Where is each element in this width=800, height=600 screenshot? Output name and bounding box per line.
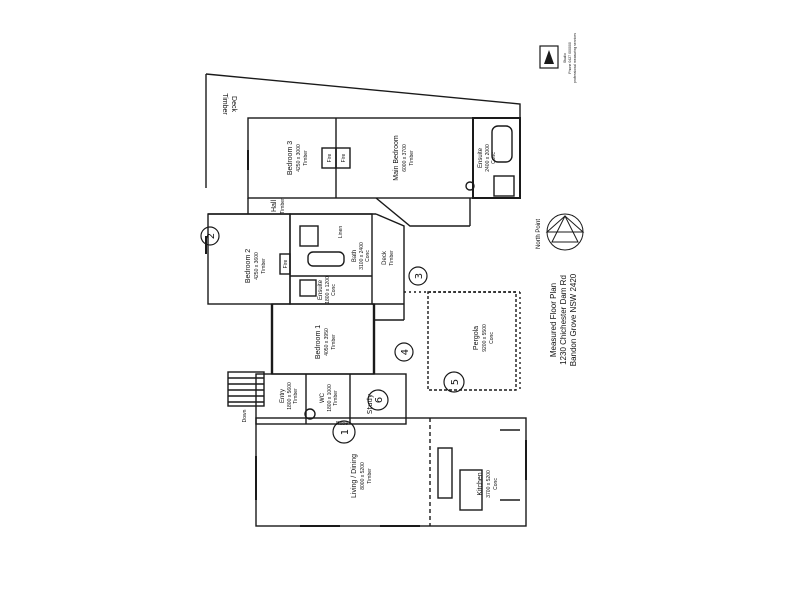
svg-text:Deck: Deck bbox=[382, 250, 388, 265]
firm-line-1: Studio bbox=[563, 53, 567, 63]
svg-text:Timber: Timber bbox=[367, 468, 373, 484]
annotation-circles bbox=[200, 226, 465, 444]
bedroom2-label: Bedroom 2 4250 x 3600 Timber bbox=[245, 249, 267, 283]
svg-text:3100 x 2400: 3100 x 2400 bbox=[359, 242, 365, 270]
annotation-1: 1 bbox=[340, 429, 351, 435]
stair-down-label: Down bbox=[242, 409, 248, 422]
svg-text:Bath: Bath bbox=[352, 250, 358, 262]
bedroom3-label: Bedroom 3 4250 x 3000 Timber bbox=[287, 141, 309, 175]
linen-label: Linen bbox=[338, 226, 344, 238]
svg-text:2400 x 2000: 2400 x 2000 bbox=[485, 144, 491, 172]
annotation-6: 6 bbox=[374, 397, 385, 403]
main-bedroom-label: Main Bedroom 6000 x 3700 Timber bbox=[393, 135, 415, 181]
svg-text:Ensuite: Ensuite bbox=[478, 147, 484, 168]
svg-text:Timber: Timber bbox=[221, 93, 228, 115]
svg-text:Conc: Conc bbox=[331, 284, 337, 296]
svg-text:WC: WC bbox=[320, 392, 326, 403]
svg-text:Hall: Hall bbox=[271, 200, 278, 213]
svg-text:Conc: Conc bbox=[365, 250, 371, 262]
pergola-label: Pergola 9200 x 5500 Conc bbox=[473, 324, 495, 352]
svg-text:Main Bedroom: Main Bedroom bbox=[393, 135, 400, 181]
svg-text:Kitchen: Kitchen bbox=[477, 472, 484, 495]
hall-label: Hall Timber bbox=[271, 198, 286, 214]
svg-text:Ensuite: Ensuite bbox=[318, 279, 324, 300]
svg-text:Timber: Timber bbox=[331, 334, 337, 350]
svg-text:1800 x 1200: 1800 x 1200 bbox=[325, 276, 331, 304]
svg-text:1800 x 5600: 1800 x 5600 bbox=[287, 382, 293, 410]
ensuite-main-label: Ensuite 2400 x 2000 Conc bbox=[478, 144, 497, 172]
living-label: Living / Dining 8000 x 5200 Timber bbox=[351, 454, 373, 498]
deck-mid-label: Deck Timber bbox=[382, 250, 395, 266]
entry-label: Entry 1800 x 5600 Timber bbox=[280, 382, 299, 410]
robe-label: Robe bbox=[336, 421, 348, 427]
svg-text:Bedroom 2: Bedroom 2 bbox=[245, 249, 252, 283]
svg-text:Timber: Timber bbox=[293, 388, 299, 404]
svg-text:Timber: Timber bbox=[261, 258, 267, 274]
annotation-3: 3 bbox=[414, 273, 425, 279]
svg-text:Living / Dining: Living / Dining bbox=[351, 454, 358, 498]
svg-text:Bedroom 1: Bedroom 1 bbox=[315, 325, 322, 359]
svg-text:Pergola: Pergola bbox=[473, 326, 480, 350]
north-point-label: North Point bbox=[536, 219, 542, 249]
bath-label: Bath 3100 x 2400 Conc bbox=[352, 242, 371, 270]
svg-text:Timber: Timber bbox=[409, 150, 415, 166]
kitchen-label: Kitchen 3700 x 5200 Conc bbox=[477, 470, 499, 498]
address-line-1: 1230 Chichester Dam Rd bbox=[559, 275, 568, 365]
svg-text:Timber: Timber bbox=[333, 390, 339, 406]
svg-text:8000 x 5200: 8000 x 5200 bbox=[360, 462, 366, 490]
svg-text:Conc: Conc bbox=[493, 478, 499, 490]
svg-text:4250 x 3600: 4250 x 3600 bbox=[254, 252, 260, 280]
firm-line-2: Phone 0427 000000 bbox=[568, 42, 572, 74]
north-point-icon bbox=[545, 213, 585, 251]
study-label: Study bbox=[366, 394, 374, 414]
walls bbox=[205, 73, 527, 527]
svg-text:4250 x 3000: 4250 x 3000 bbox=[296, 144, 302, 172]
svg-text:3700 x 5200: 3700 x 5200 bbox=[486, 470, 492, 498]
svg-text:1800 x 1000: 1800 x 1000 bbox=[327, 384, 333, 412]
address-line-2: Bandon Grove NSW 2420 bbox=[569, 273, 578, 366]
svg-text:4050 x 3950: 4050 x 3950 bbox=[324, 328, 330, 356]
window-marks bbox=[205, 150, 527, 527]
svg-text:Timber: Timber bbox=[303, 150, 309, 166]
svg-text:9200 x 5500: 9200 x 5500 bbox=[482, 324, 488, 352]
svg-text:Timber: Timber bbox=[280, 198, 286, 214]
svg-text:Entry: Entry bbox=[280, 389, 286, 403]
firm-line-3: professional measuring services bbox=[573, 33, 577, 83]
fire-label-1: Fire bbox=[327, 153, 333, 162]
fire-label-3: Fire bbox=[283, 259, 289, 268]
svg-text:Conc: Conc bbox=[491, 152, 497, 164]
fire-label-2: Fire bbox=[341, 153, 347, 162]
svg-text:Timber: Timber bbox=[389, 250, 395, 266]
plan-title: Measured Floor Plan bbox=[549, 283, 558, 357]
annotation-4: 4 bbox=[400, 349, 411, 355]
deck-top-label: Deck Timber bbox=[221, 93, 237, 115]
annotation-2: 2 bbox=[206, 233, 217, 239]
svg-text:Deck: Deck bbox=[230, 96, 237, 112]
wc-label: WC 1800 x 1000 Timber bbox=[320, 384, 339, 412]
svg-text:Bedroom 3: Bedroom 3 bbox=[287, 141, 294, 175]
firm-logo-icon bbox=[539, 45, 559, 69]
svg-text:Conc: Conc bbox=[489, 332, 495, 344]
bedroom1-label: Bedroom 1 4050 x 3950 Timber bbox=[315, 325, 337, 359]
annotation-5: 5 bbox=[450, 379, 461, 385]
svg-text:6000 x 3700: 6000 x 3700 bbox=[402, 144, 408, 172]
ensuite-small-label: Ensuite 1800 x 1200 Conc bbox=[318, 276, 337, 304]
